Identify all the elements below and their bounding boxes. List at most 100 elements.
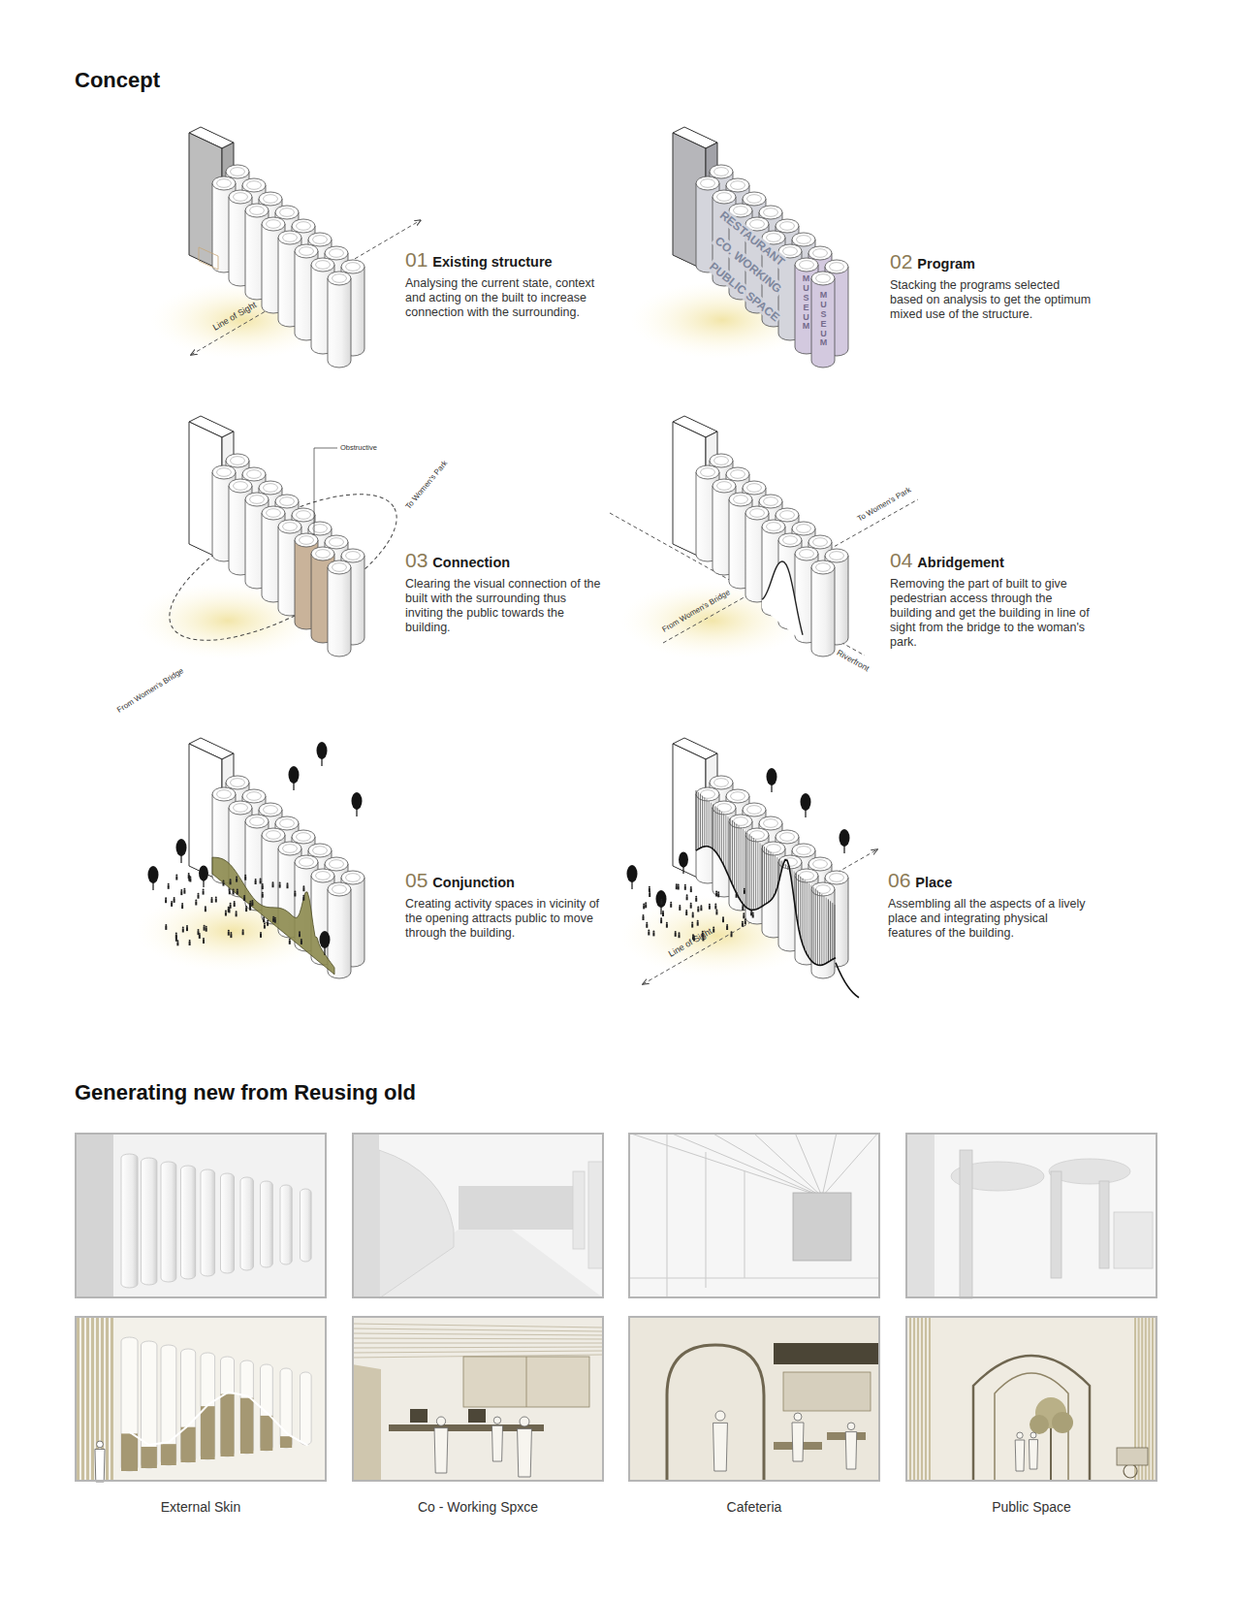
panel-line	[666, 1132, 668, 1299]
silo-top	[245, 203, 269, 218]
panel-border	[352, 1316, 603, 1481]
silo-rim	[217, 790, 232, 799]
step-body: Removing the part of built to give pedes…	[889, 576, 1092, 650]
person-body	[743, 889, 746, 894]
person-head	[300, 938, 303, 941]
person-body	[261, 893, 264, 898]
person-body	[243, 896, 246, 901]
skin-strip	[121, 1153, 138, 1288]
silo-rim	[733, 495, 749, 505]
person-head	[742, 912, 745, 915]
panel-illustration	[351, 1132, 604, 1484]
silo-top	[726, 789, 750, 803]
panel-shape	[1147, 1315, 1150, 1482]
person-body	[741, 906, 744, 911]
silo-rim	[816, 563, 831, 572]
silo-rim	[730, 181, 746, 191]
silo-top	[794, 546, 819, 561]
silo-top	[261, 506, 286, 520]
person-head	[642, 902, 645, 905]
panel-border	[906, 1133, 1157, 1298]
silo-rim	[714, 167, 729, 177]
person-body	[259, 933, 262, 938]
person-body	[205, 927, 208, 932]
silo-rim	[730, 792, 746, 801]
person-body	[249, 906, 252, 911]
step-heading: Conjunction	[432, 870, 515, 894]
person-body	[194, 901, 197, 906]
skin-fin	[746, 832, 748, 909]
person-head	[188, 872, 191, 875]
panel-shape	[905, 1132, 935, 1299]
skin-fin	[761, 844, 763, 906]
panel-caption: Public Space	[905, 1498, 1158, 1515]
person-head	[197, 928, 200, 931]
silo-top	[324, 856, 349, 871]
silo-rim	[829, 262, 845, 272]
step-header: 06Place	[887, 868, 1090, 894]
person-head	[175, 932, 178, 935]
figure-head	[1016, 1431, 1023, 1438]
after-panel	[74, 1315, 327, 1482]
silo-rim	[233, 192, 249, 202]
tree-crown	[148, 865, 159, 884]
person-body	[232, 890, 235, 895]
skin-fin	[701, 795, 703, 848]
silo-rim	[266, 220, 282, 229]
person-head	[715, 908, 718, 911]
silo-top	[726, 178, 750, 192]
silo-top	[794, 257, 819, 272]
skin-strip	[240, 1176, 254, 1270]
figure-body	[434, 1427, 448, 1473]
skin-fin	[753, 837, 755, 910]
person-head	[735, 891, 738, 894]
person-head	[648, 886, 651, 888]
person-head	[262, 916, 265, 919]
silo-rim	[266, 830, 282, 840]
step-block: 01Existing structureAnalysing the curren…	[405, 248, 607, 320]
silo-top	[212, 465, 236, 479]
figure-head	[1030, 1431, 1037, 1438]
person-body	[262, 918, 265, 922]
skin-fin	[160, 1443, 177, 1465]
silo-rim	[316, 871, 331, 881]
before-panel	[74, 1132, 327, 1299]
panel-line	[669, 1132, 823, 1197]
skin-fin	[714, 805, 716, 851]
silo-rim	[747, 194, 762, 204]
person-head	[695, 895, 698, 898]
step-block: 05ConjunctionCreating activity spaces in…	[405, 868, 607, 941]
map-label-wrap: From Women's Bridge	[115, 665, 186, 715]
panel-line	[711, 1132, 823, 1197]
silo-building	[189, 415, 365, 657]
person-head	[648, 890, 651, 893]
panel-shape	[920, 1315, 923, 1482]
panel-border	[75, 1133, 326, 1298]
skin-band	[128, 1392, 309, 1446]
skin-fin	[699, 793, 701, 849]
silo-top	[775, 219, 799, 233]
person-head	[730, 930, 733, 933]
panel-shape	[1151, 1315, 1154, 1482]
footprint-outline	[198, 247, 219, 270]
skin-strip	[240, 1360, 254, 1454]
silo-top	[742, 191, 766, 206]
panel-line	[351, 1342, 604, 1344]
skin-fin	[740, 826, 742, 901]
panel-shape	[572, 1171, 585, 1249]
panel-shape	[74, 1132, 114, 1299]
person-head	[665, 921, 668, 924]
silo-top	[778, 533, 802, 547]
silo-top	[212, 787, 236, 801]
person-body	[227, 908, 230, 913]
person-head	[229, 931, 232, 934]
silo-rim	[296, 221, 312, 231]
image-panel: External Skin	[74, 1132, 327, 1530]
figure-head	[793, 1412, 802, 1421]
before-panel	[905, 1132, 1158, 1299]
person-body	[300, 940, 303, 945]
skin-fin	[813, 887, 815, 963]
person-body	[188, 874, 191, 879]
direction-label: Riverfront	[834, 647, 871, 674]
